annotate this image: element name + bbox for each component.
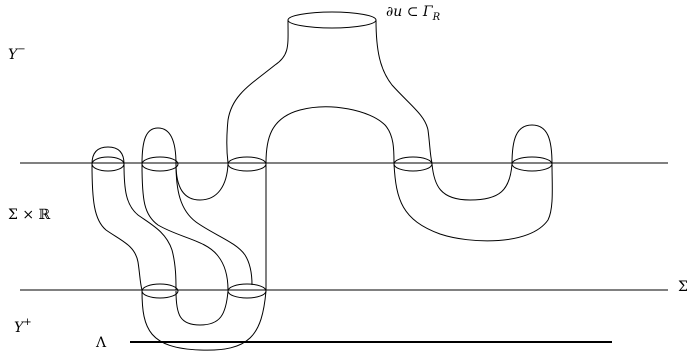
- lower-outer-u: [141, 290, 267, 351]
- sheet-2-right: [175, 163, 253, 286]
- label-y-plus: Y+: [14, 317, 32, 336]
- lower-inner-u: [175, 290, 229, 326]
- right-handle-cap: [511, 124, 553, 165]
- upper-ellipse-2: [141, 156, 179, 172]
- label-lambda: Λ: [95, 335, 107, 351]
- u-connector-upper: [175, 163, 229, 201]
- upper-ellipse-3: [227, 156, 267, 172]
- lower-ellipse-1: [141, 283, 179, 299]
- label-sigma-times-r: Σ × ℝ: [8, 207, 51, 223]
- upper-ellipse-5: [511, 156, 553, 172]
- sheet-1-right: [123, 163, 177, 291]
- upper-ellipse-4: [393, 156, 433, 172]
- sheet-1-left: [91, 163, 143, 291]
- label-sigma-edge: Σ: [678, 279, 688, 295]
- chimney-outer-left: [226, 19, 289, 164]
- left-tube-cap-1: [91, 146, 125, 165]
- top-cap-ellipse: [287, 11, 377, 29]
- upper-ellipse-1: [91, 156, 125, 172]
- label-boundary: ∂u ⊂ ΓR: [386, 4, 441, 23]
- left-tube-cap-2: [141, 127, 177, 165]
- chimney-outer-right: [375, 19, 433, 164]
- arch-inner: [265, 106, 395, 164]
- right-handle-inner: [431, 163, 513, 201]
- right-handle-outer: [393, 163, 553, 242]
- sheet-2-left: [141, 163, 229, 291]
- lower-ellipse-2: [227, 283, 267, 299]
- label-y-minus: Y−: [8, 44, 26, 63]
